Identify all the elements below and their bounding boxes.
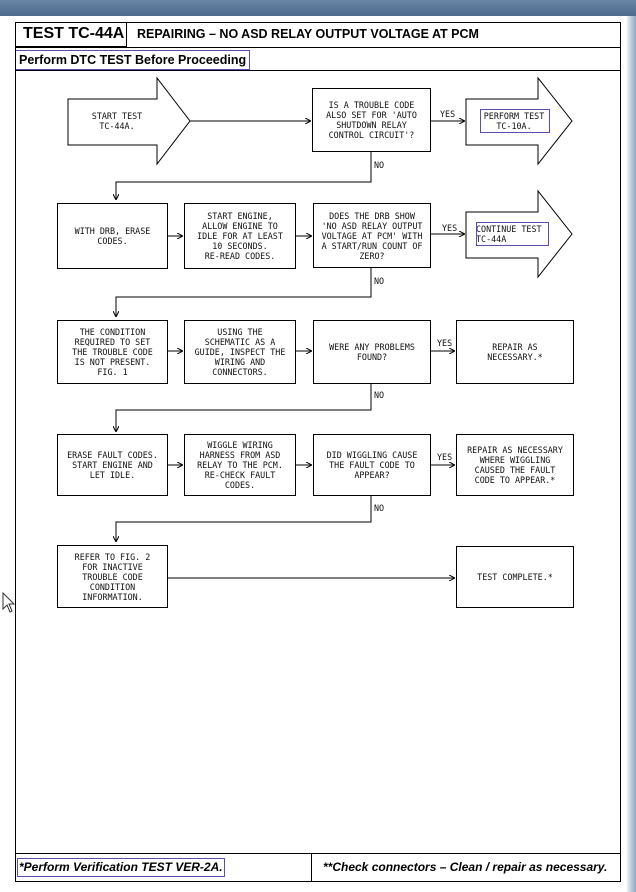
perform-test-arrow-shape bbox=[465, 76, 573, 166]
yes-label: YES bbox=[437, 338, 453, 348]
no-label: NO bbox=[374, 160, 385, 170]
footer-verification-note: *Perform Verification TEST VER-2A. bbox=[16, 854, 312, 881]
continue-test-link-highlight[interactable] bbox=[476, 222, 549, 246]
no-label: NO bbox=[374, 503, 385, 513]
step-start-engine: START ENGINE, ALLOW ENGINE TO IDLE FOR A… bbox=[184, 203, 296, 269]
continue-test-label[interactable]: CONTINUE TEST TC-44A bbox=[476, 224, 542, 244]
yes-label: YES bbox=[442, 223, 458, 233]
perform-test-tc10a-label[interactable]: PERFORM TEST TC-10A. bbox=[483, 111, 545, 131]
header-divider bbox=[15, 47, 621, 48]
step-inspect-wiring: USING THE SCHEMATIC AS A GUIDE, INSPECT … bbox=[184, 320, 296, 384]
no-label: NO bbox=[374, 390, 385, 400]
decision-wiggling-caused-fault: DID WIGGLING CAUSE THE FAULT CODE TO APP… bbox=[313, 434, 431, 496]
page-edge-shadow bbox=[626, 16, 636, 892]
step-condition-not-present: THE CONDITION REQUIRED TO SET THE TROUBL… bbox=[57, 320, 168, 384]
step-erase-codes: WITH DRB, ERASE CODES. bbox=[57, 203, 168, 269]
step-repair-as-necessary: REPAIR AS NECESSARY.* bbox=[456, 320, 574, 384]
footer-connectors-note: **Check connectors – Clean / repair as n… bbox=[323, 860, 608, 874]
mouse-pointer-icon bbox=[2, 592, 16, 613]
step-repair-wiggle-fault: REPAIR AS NECESSARY WHERE WIGGLING CAUSE… bbox=[456, 434, 574, 496]
footer-divider bbox=[15, 853, 621, 854]
step-wiggle-harness: WIGGLE WIRING HARNESS FROM ASD RELAY TO … bbox=[184, 434, 296, 496]
step-test-complete: TEST COMPLETE.* bbox=[456, 546, 574, 608]
window-title-bar bbox=[0, 0, 636, 16]
perform-test-link-highlight[interactable] bbox=[480, 109, 550, 133]
decision-problems-found: WERE ANY PROBLEMS FOUND? bbox=[313, 320, 431, 384]
precondition-note: Perform DTC TEST Before Proceeding bbox=[16, 50, 251, 70]
document-page bbox=[15, 22, 621, 882]
test-title: REPAIRING – NO ASD RELAY OUTPUT VOLTAGE … bbox=[137, 27, 479, 41]
yes-label: YES bbox=[440, 109, 456, 119]
step-refer-fig2: REFER TO FIG. 2 FOR INACTIVE TROUBLE COD… bbox=[57, 545, 168, 608]
decision-trouble-code-asd: IS A TROUBLE CODE ALSO SET FOR 'AUTO SHU… bbox=[312, 88, 431, 152]
yes-label: YES bbox=[437, 452, 453, 462]
decision-drb-no-asd-voltage: DOES THE DRB SHOW 'NO ASD RELAY OUTPUT V… bbox=[313, 203, 431, 268]
no-label: NO bbox=[374, 276, 385, 286]
start-test-label: START TEST TC-44A. bbox=[91, 111, 143, 131]
step-erase-fault-codes: ERASE FAULT CODES. START ENGINE AND LET … bbox=[57, 434, 168, 496]
verification-link-highlight[interactable] bbox=[17, 858, 225, 877]
test-id-label: TEST TC-44A bbox=[15, 22, 127, 47]
continue-test-arrow-shape bbox=[465, 189, 573, 279]
precondition-divider bbox=[15, 70, 621, 71]
start-arrow-shape bbox=[67, 76, 191, 166]
